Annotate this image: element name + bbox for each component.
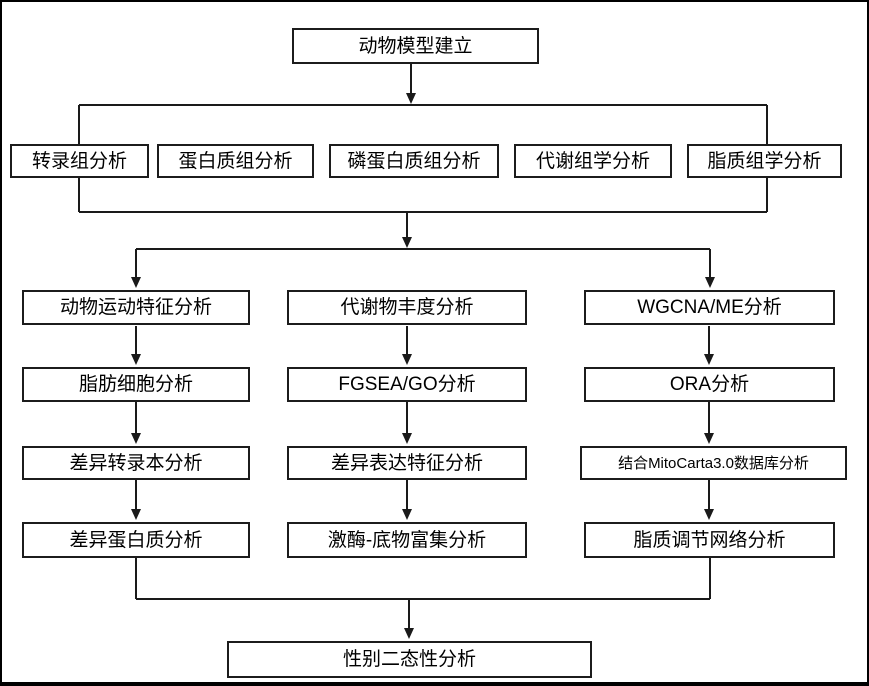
node-lipidomics: 脂质组学分析	[687, 144, 842, 178]
node-metabolomics: 代谢组学分析	[514, 144, 672, 178]
arrowhead-split	[402, 237, 412, 248]
node-differential-transcripts: 差异转录本分析	[22, 446, 250, 480]
node-wgcna-me: WGCNA/ME分析	[584, 290, 835, 325]
node-adipocyte-analysis: 脂肪细胞分析	[22, 367, 250, 402]
arrowhead-c1-s3	[131, 509, 141, 520]
arrowhead-c1-s2	[131, 433, 141, 444]
node-proteomics: 蛋白质组分析	[157, 144, 314, 178]
node-differential-proteins: 差异蛋白质分析	[22, 522, 250, 558]
arrowhead-c3-s3	[704, 509, 714, 520]
node-sexual-dimorphism: 性别二态性分析	[227, 641, 592, 678]
node-metabolite-abundance: 代谢物丰度分析	[287, 290, 527, 325]
arrowhead-root	[406, 93, 416, 104]
node-ora: ORA分析	[584, 367, 835, 402]
arrowhead-c1-s1	[131, 354, 141, 365]
node-kinase-substrate-enrichment: 激酶-底物富集分析	[287, 522, 527, 558]
node-lipid-regulation-network: 脂质调节网络分析	[584, 522, 835, 558]
node-animal-movement-features: 动物运动特征分析	[22, 290, 250, 325]
arrowhead-c2-s1	[402, 354, 412, 365]
node-animal-model: 动物模型建立	[292, 28, 539, 64]
arrowhead-branch-left	[131, 277, 141, 288]
arrowhead-c3-s1	[704, 354, 714, 365]
node-mitocarta-database: 结合MitoCarta3.0数据库分析	[580, 446, 847, 480]
arrowhead-final	[404, 628, 414, 639]
node-phosphoproteomics: 磷蛋白质组分析	[329, 144, 499, 178]
node-fgsea-go: FGSEA/GO分析	[287, 367, 527, 402]
node-transcriptomics: 转录组分析	[10, 144, 149, 178]
arrowhead-c3-s2	[704, 433, 714, 444]
node-differential-expression-features: 差异表达特征分析	[287, 446, 527, 480]
arrowhead-branch-right	[705, 277, 715, 288]
arrowhead-c2-s2	[402, 433, 412, 444]
arrowhead-c2-s3	[402, 509, 412, 520]
